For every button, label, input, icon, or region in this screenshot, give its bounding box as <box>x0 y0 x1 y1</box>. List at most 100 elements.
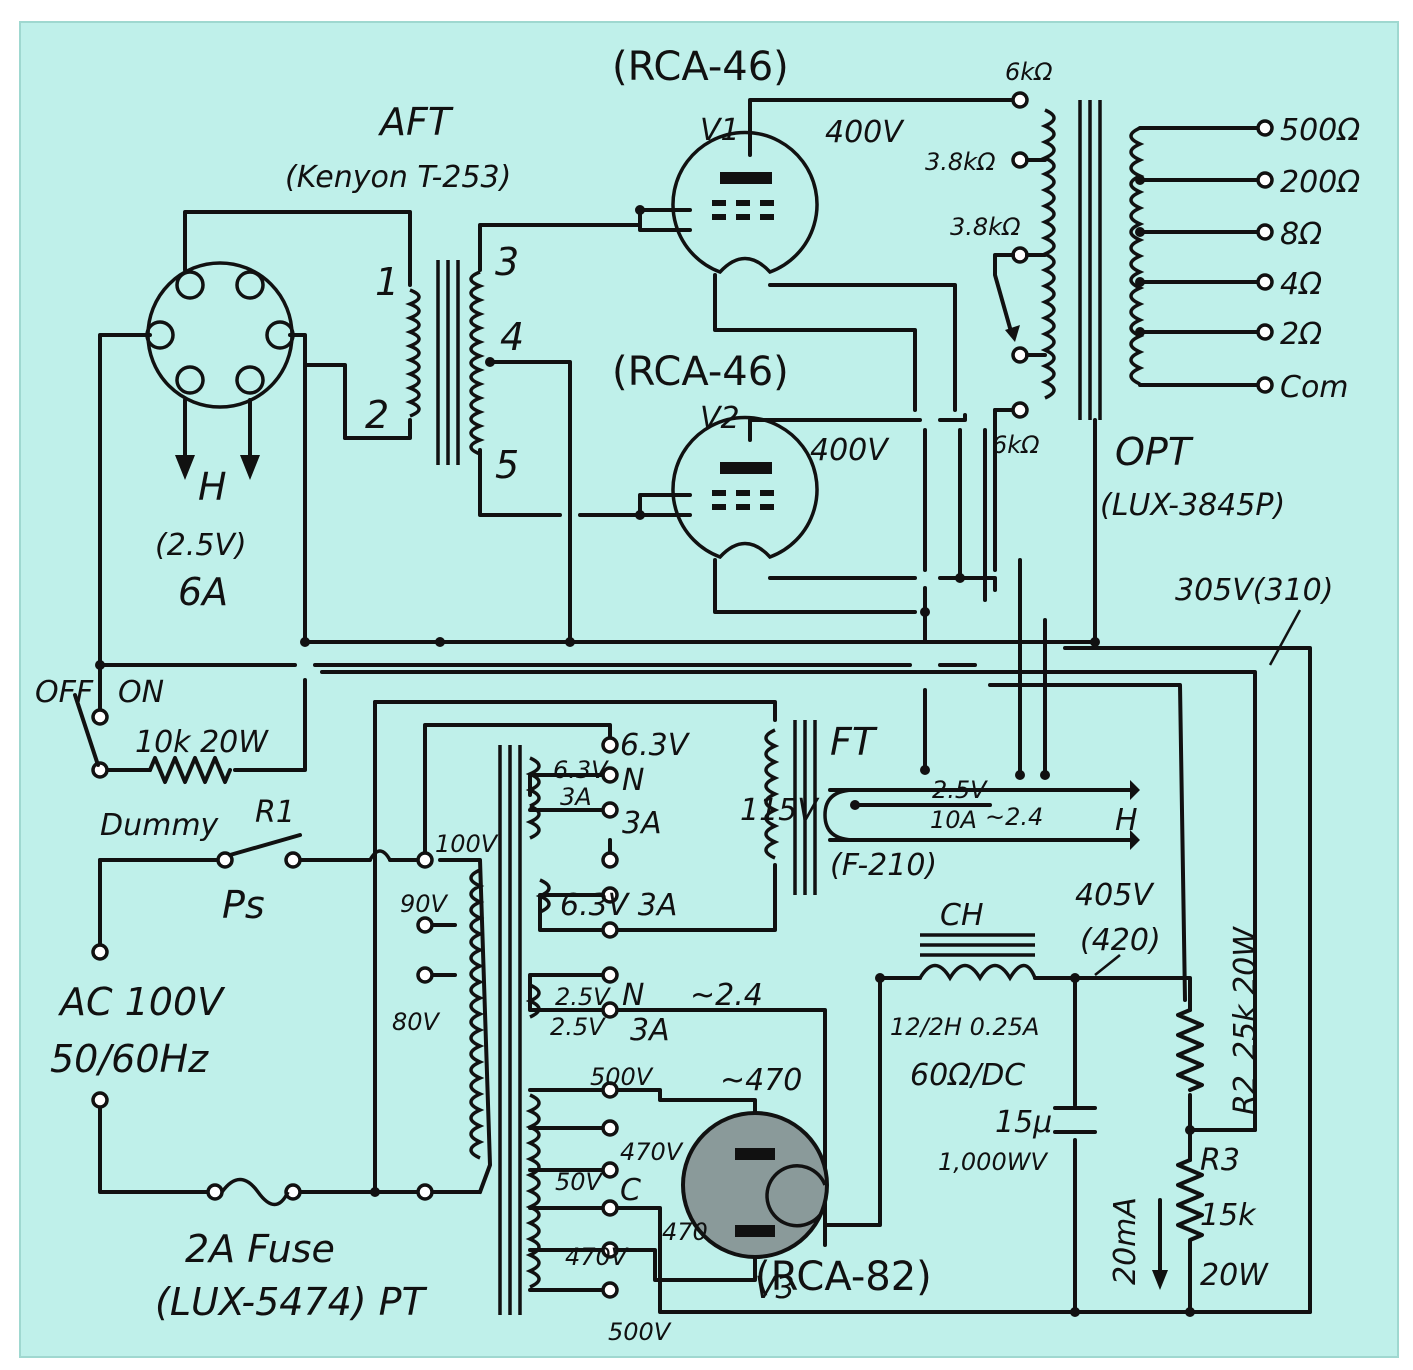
pt-100v: 100V <box>435 830 499 858</box>
ft-h-label: H <box>1115 803 1138 838</box>
aft-pin-2: 2 <box>365 393 389 437</box>
pt-90v: 90V <box>400 890 449 918</box>
v420-label: (420) <box>1080 923 1161 958</box>
out-8-label: 8Ω <box>1280 217 1322 252</box>
pt-500v-b: 500V <box>608 1318 672 1346</box>
input-socket <box>145 261 295 480</box>
pt-6-3v-a: 6.3V <box>620 728 691 763</box>
pt-470v-a: 470V <box>620 1138 684 1166</box>
pt-2-5v-3a: 3A <box>630 1013 670 1048</box>
capacitor-voltage: 1,000WV <box>938 1148 1048 1176</box>
v2-label: V2 <box>700 401 740 436</box>
b-plus-voltage: 305V(310) <box>1175 573 1333 608</box>
pt-2-5v-n: N <box>622 978 644 1013</box>
opt-3-8k-a: 3.8kΩ <box>925 148 996 176</box>
heater-arrow-icon <box>175 455 195 480</box>
aft-model-label: (Kenyon T-253) <box>285 160 511 195</box>
heater-h-label: H <box>198 465 227 509</box>
v405-label: 405V <box>1075 878 1155 913</box>
filter-capacitor <box>1053 1106 1097 1134</box>
pt-c: C <box>620 1173 641 1208</box>
pt-6-3v-3a: 6.3V 3A <box>560 888 677 923</box>
out-4-label: 4Ω <box>1280 267 1322 302</box>
output-transformer <box>993 91 1274 420</box>
heater-current-label: 6A <box>178 570 228 614</box>
r2-label: R2 <box>1228 1075 1263 1115</box>
ac-input-terminals <box>91 943 109 1109</box>
opt-6k-bottom: 6kΩ <box>992 431 1040 459</box>
pt-2-5v-a: 2.5V <box>555 983 611 1011</box>
ft-label: FT <box>830 720 878 764</box>
r3-wattage: 20W <box>1200 1258 1269 1293</box>
r3-value: 15k <box>1200 1198 1257 1233</box>
rectifier-470-small: 470 <box>662 1218 708 1246</box>
v2-plate-voltage: 400V <box>810 433 890 468</box>
v2-tube <box>671 415 819 560</box>
choke-spec: 12/2H 0.25A <box>890 1013 1039 1041</box>
aft-label: AFT <box>377 100 454 144</box>
v3-rectifier-tube <box>681 1111 829 1259</box>
pt-470v-b: 470V <box>565 1243 629 1271</box>
out-2-label: 2Ω <box>1280 317 1322 352</box>
out-com-label: Com <box>1280 370 1349 405</box>
rectifier-470-label: ~470 <box>720 1063 802 1098</box>
heater-voltage-label: (2.5V) <box>155 528 247 563</box>
pt-2-4v: ~2.4 <box>690 978 763 1013</box>
ft-10a: 10A <box>930 806 977 834</box>
pt-80v: 80V <box>392 1008 441 1036</box>
choke <box>875 933 1080 983</box>
r2-spec: 25k 20W <box>1228 926 1263 1060</box>
v1-plate-voltage: 400V <box>825 115 905 150</box>
pt-3a: 3A <box>622 806 662 841</box>
power-switch <box>73 693 232 784</box>
capacitor-value: 15μ <box>995 1105 1052 1140</box>
ft-2-4: ~2.4 <box>985 803 1043 831</box>
dummy-label: Dummy <box>100 808 220 843</box>
opt-label: OPT <box>1115 430 1194 474</box>
v3-type-label: (RCA-82) <box>755 1254 932 1300</box>
filament-transformer <box>764 720 1140 895</box>
ps-label: Ps <box>222 883 265 927</box>
pt-50v: 50V <box>555 1168 604 1196</box>
junctions <box>95 205 1195 1317</box>
pt-model-label: (LUX-5474) PT <box>155 1280 428 1324</box>
v1-type-label: (RCA-46) <box>612 44 789 90</box>
v3-label: V3 <box>755 1271 795 1306</box>
fuse-label: 2A Fuse <box>185 1227 335 1271</box>
aft-pin-4: 4 <box>500 315 524 359</box>
out-500-label: 500Ω <box>1280 113 1360 148</box>
opt-model-label: (LUX-3845P) <box>1100 488 1285 523</box>
aft-pin-1: 1 <box>375 260 399 304</box>
fuse <box>206 1177 434 1207</box>
power-transformer <box>416 736 619 1315</box>
resistor-r2 <box>1176 1008 1204 1092</box>
pt-2-5v-b: 2.5V <box>550 1013 606 1041</box>
wiring <box>98 98 1312 1314</box>
ft-2-5v: 2.5V <box>932 776 988 804</box>
ft-model-label: (F-210) <box>830 848 937 883</box>
choke-dc-resistance: 60Ω/DC <box>910 1058 1025 1093</box>
pt-500v-a: 500V <box>590 1063 654 1091</box>
resistor-r3 <box>1152 1125 1204 1290</box>
opt-3-8k-b: 3.8kΩ <box>950 213 1021 241</box>
pt-6-3v-small: 6.3V <box>553 756 609 784</box>
opt-6k-top: 6kΩ <box>1005 58 1053 86</box>
labels: AFT (Kenyon T-253) 1 2 3 4 5 (RCA-46) V1… <box>35 44 1360 1346</box>
aft-pin-5: 5 <box>495 443 519 487</box>
switch-on-label: ON <box>118 675 164 710</box>
bleeder-current: 20mA <box>1108 1197 1143 1285</box>
out-200-label: 200Ω <box>1280 165 1360 200</box>
dummy-resistor-value: 10k 20W <box>135 725 269 760</box>
v1-label: V1 <box>700 113 740 148</box>
aft-pin-3: 3 <box>495 240 519 284</box>
v1-tube <box>671 130 819 275</box>
aft-transformer <box>405 260 495 465</box>
ft-115v: 115V <box>740 793 820 828</box>
ac-input-label: AC 100V <box>57 980 226 1024</box>
choke-label: CH <box>940 898 984 933</box>
heater-arrow-icon <box>240 455 260 480</box>
pt-3a-small: 3A <box>560 783 592 811</box>
switch-off-label: OFF <box>35 675 94 710</box>
pt-6-3v-n: N <box>622 763 644 798</box>
